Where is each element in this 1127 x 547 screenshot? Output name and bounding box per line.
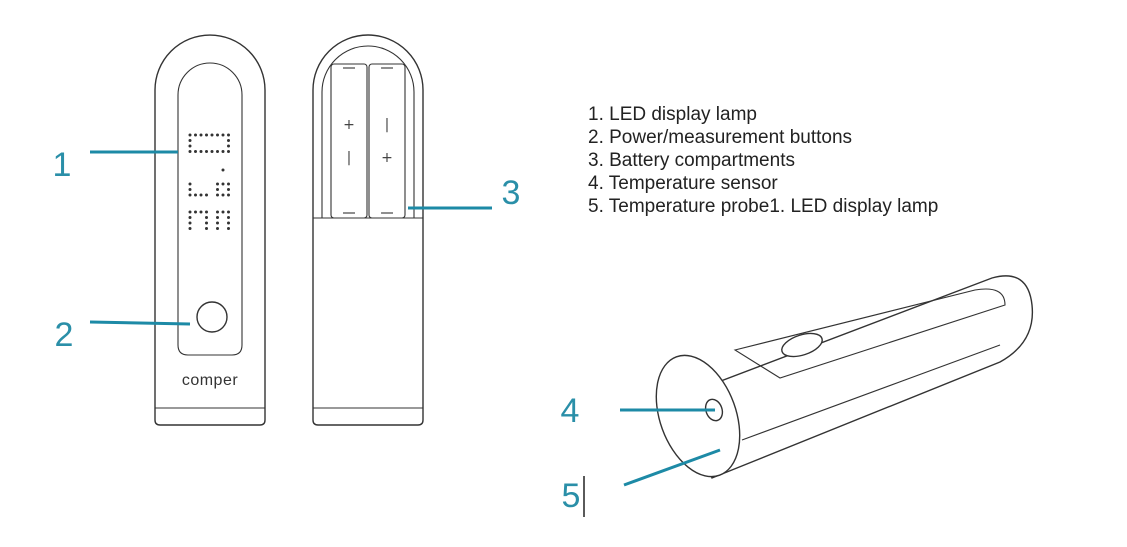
led-dot [188,133,192,137]
led-dot [221,210,225,214]
led-dot [188,221,192,225]
led-dot [205,227,208,230]
legend-item-3: 3. Battery compartments [588,150,795,171]
led-dot [210,133,214,137]
angled-body [683,275,1034,479]
angled-view [655,275,1034,479]
led-dot [199,193,203,197]
battery-cell-left [330,63,368,219]
led-dot [205,150,208,153]
led-dot [188,216,192,219]
callout-4: 4 [561,392,580,430]
led-dot [188,193,192,197]
led-dot [227,227,230,230]
led-dot [205,216,208,219]
led-dot [227,193,230,197]
led-dot [205,221,208,225]
callout-3: 3 [502,174,521,212]
angled-power-button[interactable] [779,329,825,361]
led-dot [199,150,203,153]
brand-logo-text: comper [182,372,239,389]
led-dot [221,150,225,153]
callout-2: 2 [55,316,74,354]
led-dot [194,193,197,197]
legend-item-2: 2. Power/measurement buttons [588,127,852,148]
led-dot [227,150,230,153]
led-dot [216,193,219,197]
led-dot [199,210,203,214]
legend-item-5: 5. Temperature probe1. LED display lamp [588,196,938,217]
angled-top-panel [733,288,1006,379]
battery-left-minus: | [347,150,352,166]
battery-cell-right [368,63,406,219]
leader-line-5 [623,448,721,487]
led-dot [188,182,192,186]
callout-1: 1 [53,146,72,184]
led-dot [227,216,230,219]
led-dot [221,182,225,186]
led-dot [227,221,230,225]
callout-5: 5 [562,477,581,515]
led-dot [216,150,219,153]
led-dot [216,216,219,219]
legend: 1. LED display lamp 2. Power/measurement… [588,104,938,217]
led-dot [188,144,192,148]
angled-body-contour [741,344,1001,441]
led-dot [216,210,219,214]
led-dot [227,182,230,186]
led-dot [205,210,208,214]
led-dot [188,227,192,230]
led-dot [216,188,219,191]
led-dot [188,210,192,214]
leader-line-2 [89,320,191,326]
led-dot [221,168,225,172]
battery-right-plus: + [381,150,393,166]
led-dot [199,133,203,137]
led-dot [216,221,219,225]
power-measurement-button[interactable] [196,301,228,333]
legend-item-4: 4. Temperature sensor [588,173,778,194]
back-view: + | | + [312,34,424,426]
probe-end-face [655,354,741,478]
led-dot [194,133,197,137]
led-display-dots [188,133,230,230]
led-dot [216,227,219,230]
led-dot [216,182,219,186]
back-body [312,34,424,426]
led-dot [210,150,214,153]
led-dot [221,193,225,197]
front-body [154,34,266,426]
led-dot [227,210,230,214]
led-dot [194,150,197,153]
led-dot [216,133,219,137]
led-dot [227,133,230,137]
led-dot [227,144,230,148]
led-dot [188,139,192,142]
led-dot [188,188,192,191]
front-view: comper [154,34,266,426]
led-dot [188,150,192,153]
led-dot [221,133,225,137]
led-dot [227,188,230,191]
front-display-window [177,62,243,356]
battery-compartment-frame [321,45,415,219]
legend-item-1: 1. LED display lamp [588,104,757,125]
battery-right-minus: | [385,117,390,133]
led-dot [205,133,208,137]
battery-left-plus: + [343,117,355,133]
led-dot [205,193,208,197]
led-dot [227,139,230,142]
led-dot [194,210,197,214]
leader-lines [89,150,721,487]
callout-numbers: 1 2 3 4 5 [53,146,585,517]
